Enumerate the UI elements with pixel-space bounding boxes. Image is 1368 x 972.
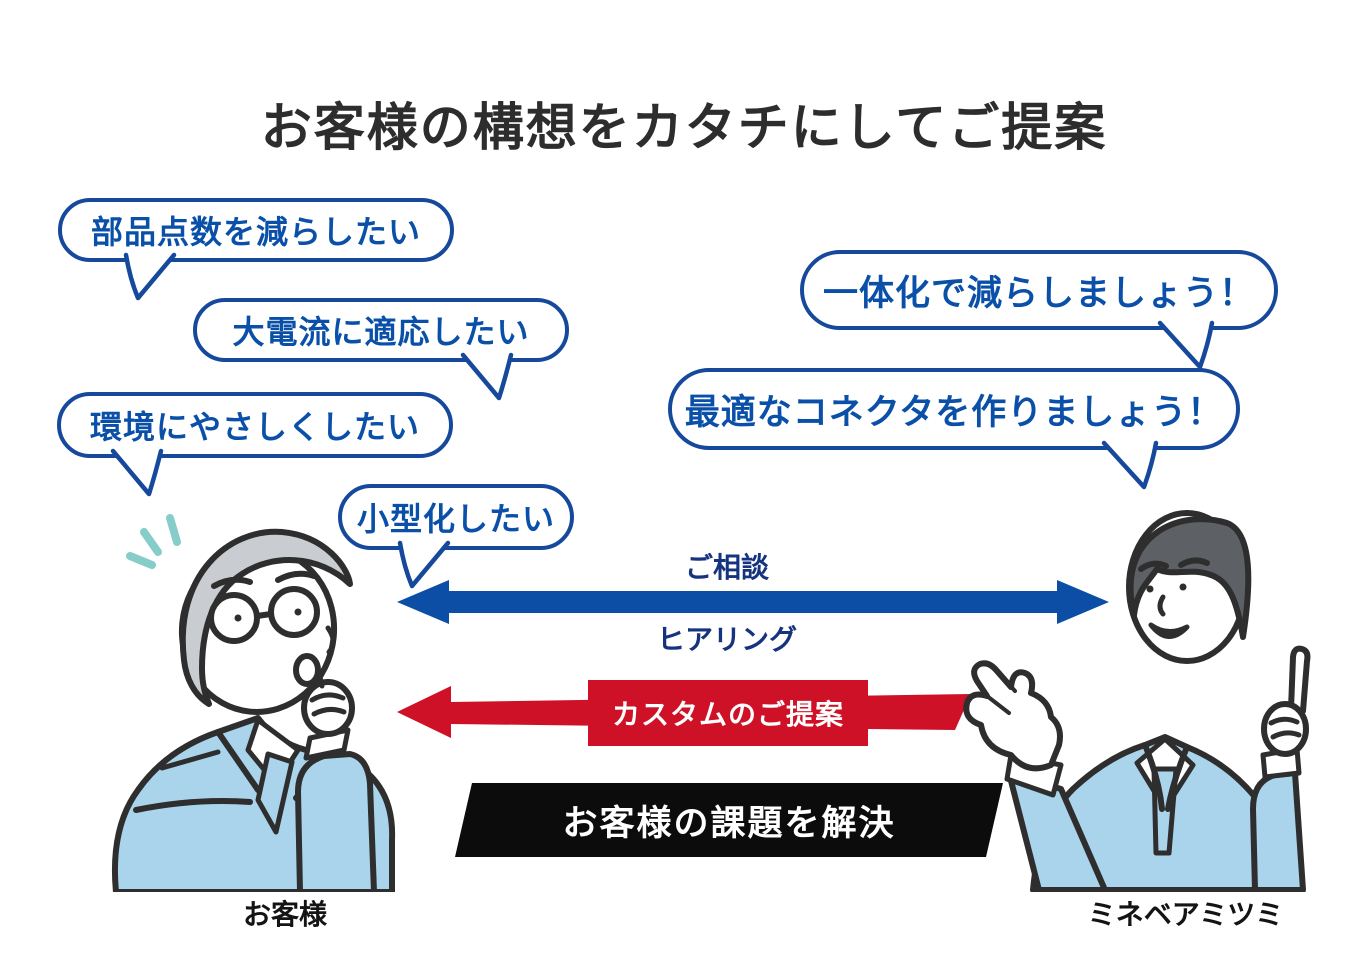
speech-bubble-miniaturize: 小型化したい [338, 484, 574, 589]
page-title: お客様の構想をカタチにしてご提案 [260, 99, 1108, 156]
solution-banner: お客様の課題を解決 [455, 783, 1003, 857]
speech-bubble-text: 部品点数を減らしたい [90, 214, 421, 250]
speech-tail-icon [397, 540, 451, 589]
speech-bubble-optimal-connector: 最適なコネクタを作りましょう！ [668, 368, 1240, 490]
speech-bubble-eco-friendly: 環境にやさしくしたい [57, 392, 453, 497]
speech-tail-icon [1101, 440, 1159, 490]
speech-bubble-text: 一体化で減らしましょう！ [822, 273, 1255, 313]
company-illustration [963, 510, 1311, 892]
customer-illustration [111, 514, 396, 892]
speech-bubble-reduce-parts: 部品点数を減らしたい [58, 198, 454, 301]
company-label: ミネベアミツミ [1087, 899, 1284, 930]
consultation-label: ご相談 [684, 552, 769, 583]
speech-tail-icon [110, 448, 164, 497]
customer-label: お客様 [242, 899, 327, 930]
speech-tail-icon [1157, 320, 1215, 370]
proposal-banner: カスタムのご提案 [588, 680, 868, 746]
sparkle-icon [126, 514, 181, 569]
speech-tail-icon [460, 352, 514, 401]
speech-bubble-text: 最適なコネクタを作りましょう！ [684, 392, 1224, 432]
speech-bubble-text: 小型化したい [356, 501, 555, 537]
hearing-label: ヒアリング [656, 624, 797, 655]
speech-bubble-text: 環境にやさしくしたい [89, 409, 420, 445]
speech-tail-icon [123, 252, 177, 301]
speech-bubble-high-current: 大電流に適応したい [193, 298, 569, 401]
speech-bubble-integrate: 一体化で減らしましょう！ [800, 250, 1278, 370]
proposal-banner-text: カスタムのご提案 [611, 699, 844, 730]
speech-bubble-text: 大電流に適応したい [232, 314, 530, 350]
solution-banner-text: お客様の課題を解決 [562, 803, 896, 843]
consultation-arrow-icon [397, 580, 1109, 624]
